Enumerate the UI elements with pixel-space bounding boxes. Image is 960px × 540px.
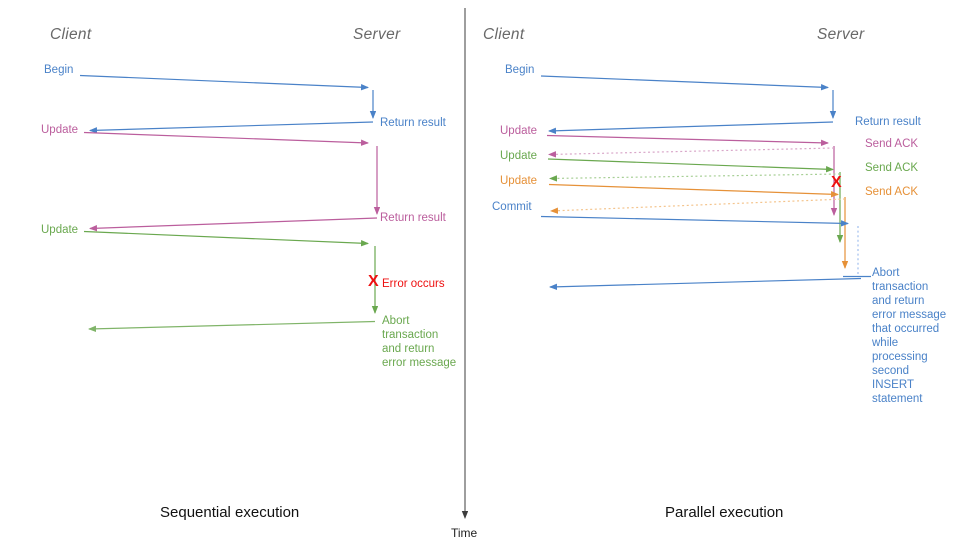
right-update3-request-arrow bbox=[548, 183, 839, 198]
right-client-header: Client bbox=[483, 26, 525, 43]
right-ack1-dotted-arrow bbox=[548, 147, 835, 158]
time-axis-label: Time bbox=[451, 526, 478, 540]
right-update1-label: Update bbox=[500, 125, 538, 137]
left-abort-label: Abort transaction and return error messa… bbox=[382, 315, 457, 369]
left-update2-request-arrow bbox=[83, 230, 369, 247]
left-update2-label: Update bbox=[41, 224, 79, 236]
right-begin-label: Begin bbox=[505, 64, 535, 76]
left-return-result1-arrow bbox=[89, 121, 374, 134]
right-return-result-arrow bbox=[548, 121, 834, 134]
left-client-header: Client bbox=[50, 26, 92, 43]
right-ack2-dotted-arrow bbox=[549, 173, 841, 182]
left-server-header: Server bbox=[353, 26, 401, 43]
left-error-x-icon: X bbox=[368, 273, 379, 290]
left-update1-request-arrow bbox=[83, 131, 369, 146]
right-error-x-icon: X bbox=[831, 174, 842, 191]
right-ack1-label: Send ACK bbox=[865, 138, 919, 150]
left-abort-return-arrow bbox=[88, 320, 376, 333]
right-ack2-label: Send ACK bbox=[865, 162, 919, 174]
right-commit-request-arrow bbox=[540, 215, 849, 227]
right-return-result-label: Return result bbox=[855, 116, 921, 128]
right-abort-return-arrow bbox=[549, 277, 862, 291]
left-begin-label: Begin bbox=[44, 64, 74, 76]
left-return-result1-label: Return result bbox=[380, 117, 446, 129]
right-update1-request-arrow bbox=[546, 134, 829, 147]
right-update2-label: Update bbox=[500, 150, 538, 162]
left-caption: Sequential execution bbox=[160, 504, 300, 521]
right-ack3-dotted-arrow bbox=[550, 198, 846, 214]
right-update2-request-arrow bbox=[547, 158, 834, 173]
right-update3-label: Update bbox=[500, 175, 538, 187]
left-error-label: Error occurs bbox=[382, 278, 445, 290]
left-return-result2-label: Return result bbox=[380, 212, 446, 224]
right-caption: Parallel execution bbox=[665, 504, 784, 521]
right-commit-label: Commit bbox=[492, 201, 532, 213]
left-begin-request-arrow bbox=[79, 74, 369, 91]
right-ack3-label: Send ACK bbox=[865, 186, 919, 198]
right-abort-label: Abort transaction and return error messa… bbox=[872, 267, 947, 405]
left-return-result2-arrow bbox=[89, 217, 378, 232]
right-begin-request-arrow bbox=[540, 75, 829, 91]
right-server-header: Server bbox=[817, 26, 865, 43]
left-update1-label: Update bbox=[41, 124, 79, 136]
